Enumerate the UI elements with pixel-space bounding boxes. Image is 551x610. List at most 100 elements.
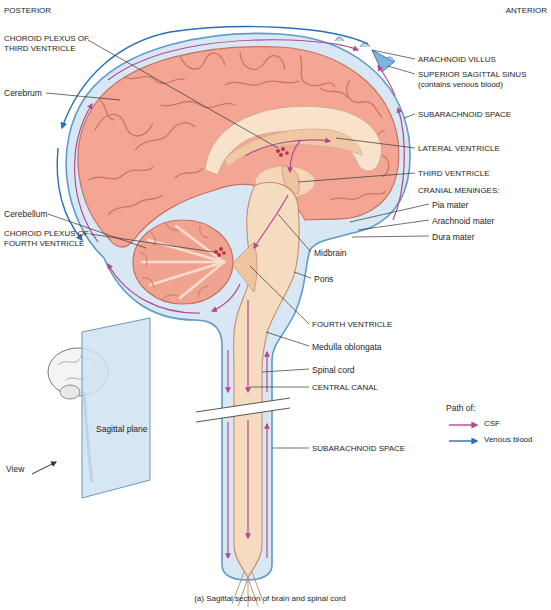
path-shape — [108, 40, 358, 80]
path-shape — [90, 234, 214, 252]
cerebrum-shape — [78, 47, 399, 247]
cerebellum-shape — [133, 220, 233, 304]
gyri-lines — [88, 52, 389, 215]
path-shape — [266, 332, 309, 346]
path-shape — [162, 295, 178, 300]
legend-row: Venous blood — [448, 435, 548, 447]
path-shape — [62, 27, 368, 128]
path-shape — [240, 52, 285, 70]
legend-row: CSF — [448, 419, 548, 431]
anatomy-label: LATERAL VENTRICLE — [418, 144, 548, 154]
path-shape — [330, 191, 386, 200]
path-shape — [75, 104, 98, 242]
anatomy-label: SUPERIOR SAGITTAL SINUS (contains venous… — [418, 70, 530, 89]
path-shape — [142, 278, 154, 288]
path-shape — [225, 81, 299, 85]
path-shape — [108, 195, 163, 215]
venous-path — [57, 27, 368, 240]
anatomy-label: Medulla oblongata — [312, 342, 422, 352]
sagittal-sinus — [372, 50, 394, 72]
path-shape — [165, 222, 179, 230]
arbor-vitae — [142, 226, 224, 298]
path-shape — [180, 53, 225, 69]
path-shape — [247, 420, 248, 538]
brainstem-spinal-cord — [234, 182, 300, 578]
path-shape — [176, 226, 224, 262]
circle-shape — [285, 151, 289, 155]
path-shape — [254, 195, 288, 248]
anatomy-label: CENTRAL CANAL — [312, 383, 422, 393]
anatomy-label: SUBARACHNOID SPACE — [418, 110, 548, 120]
anatomy-label: CHOROID PLEXUS OF THIRD VENTRICLE — [4, 34, 104, 53]
path-shape — [250, 387, 309, 388]
legend-heading: Path of: — [446, 403, 536, 413]
path-shape — [150, 262, 224, 285]
direction-label: POSTERIOR — [4, 6, 94, 16]
anatomy-label: Dura mater — [432, 232, 547, 242]
path-shape — [352, 236, 429, 237]
path-shape — [57, 148, 82, 240]
legend-text: CSF — [484, 419, 500, 429]
path-shape — [148, 240, 224, 262]
legend-arrow — [449, 424, 477, 425]
path-shape — [393, 108, 404, 220]
path-shape — [404, 114, 415, 118]
path-shape — [88, 40, 278, 148]
anatomy-label: Pons — [314, 274, 404, 284]
meninges-outline — [66, 33, 410, 580]
lateral-ventricle — [225, 129, 362, 168]
path-shape — [378, 66, 395, 96]
path-shape — [227, 350, 228, 392]
path-shape — [350, 204, 429, 222]
path-shape — [262, 369, 309, 372]
path-shape — [32, 462, 56, 474]
path-shape — [372, 50, 415, 59]
path-shape — [212, 284, 240, 311]
circle-shape — [279, 153, 283, 157]
ellipse-shape — [60, 385, 80, 399]
path-shape — [250, 266, 309, 324]
break-lines — [196, 398, 290, 422]
anatomy-label: Arachnoid mater — [432, 216, 547, 226]
path-shape — [100, 100, 114, 120]
path-shape — [180, 262, 224, 298]
legend-arrow — [449, 440, 477, 441]
path-shape — [175, 168, 203, 178]
path-shape — [336, 138, 415, 148]
legend-arrow-sample — [448, 420, 480, 430]
circle-shape — [222, 251, 226, 255]
path-shape — [198, 286, 208, 298]
cerebellum-folia — [140, 222, 208, 300]
anatomy-label: Cerebrum — [4, 88, 64, 98]
direction-label: ANTERIOR — [457, 6, 547, 16]
break-mark — [196, 398, 290, 422]
inset-view — [32, 318, 150, 498]
csf-path — [75, 40, 405, 558]
path-shape — [108, 264, 200, 313]
view-label: View — [6, 464, 46, 474]
anatomy-label: THIRD VENTRICLE — [418, 169, 548, 179]
circle-shape — [281, 147, 285, 151]
polygon-shape — [82, 318, 150, 498]
path-shape — [247, 300, 248, 392]
path-shape — [88, 167, 153, 180]
anatomy-label: Cerebellum — [4, 209, 64, 219]
fourth-ventricle — [232, 242, 257, 292]
figure-caption: (a) Sagittal section of brain and spinal… — [110, 594, 430, 604]
path-shape — [278, 214, 311, 252]
legend-text: Venous blood — [484, 435, 533, 445]
anatomy-label: FOURTH VENTRICLE — [312, 320, 422, 330]
path-shape — [294, 272, 311, 278]
path-shape — [298, 173, 415, 182]
path-shape — [200, 226, 208, 238]
path-shape — [388, 66, 415, 74]
circle-shape — [217, 253, 221, 257]
path-shape — [135, 123, 195, 150]
path-shape — [46, 93, 120, 100]
path-shape — [95, 114, 153, 136]
anatomy-label: CHOROID PLEXUS OF FOURTH VENTRICLE — [4, 229, 104, 248]
choroid-plexus — [214, 147, 289, 257]
path-shape — [300, 55, 335, 87]
